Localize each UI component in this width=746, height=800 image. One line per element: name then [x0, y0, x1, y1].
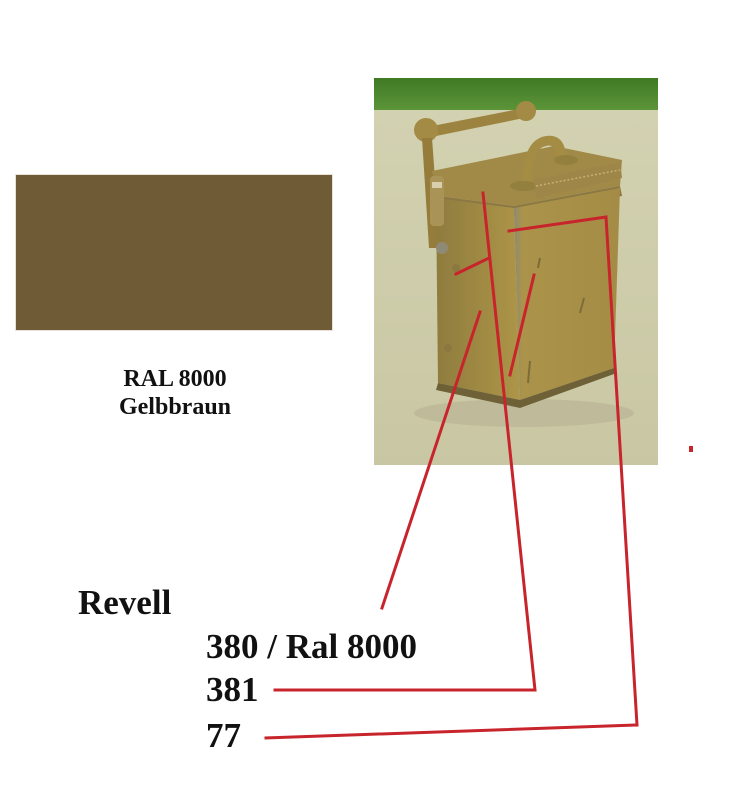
swatch-caption-code: RAL 8000	[123, 366, 227, 392]
swatch-caption-name: Gelbbraun	[118, 394, 232, 420]
paint-code-380: 380 / Ral 8000	[206, 627, 417, 666]
paint-code-77: 77	[206, 716, 241, 755]
stray-red-dot	[689, 446, 693, 452]
color-swatch	[16, 175, 332, 330]
paint-code-381: 381	[206, 670, 259, 709]
model-box-photo	[374, 78, 658, 465]
brand-label: Revell	[78, 583, 172, 622]
